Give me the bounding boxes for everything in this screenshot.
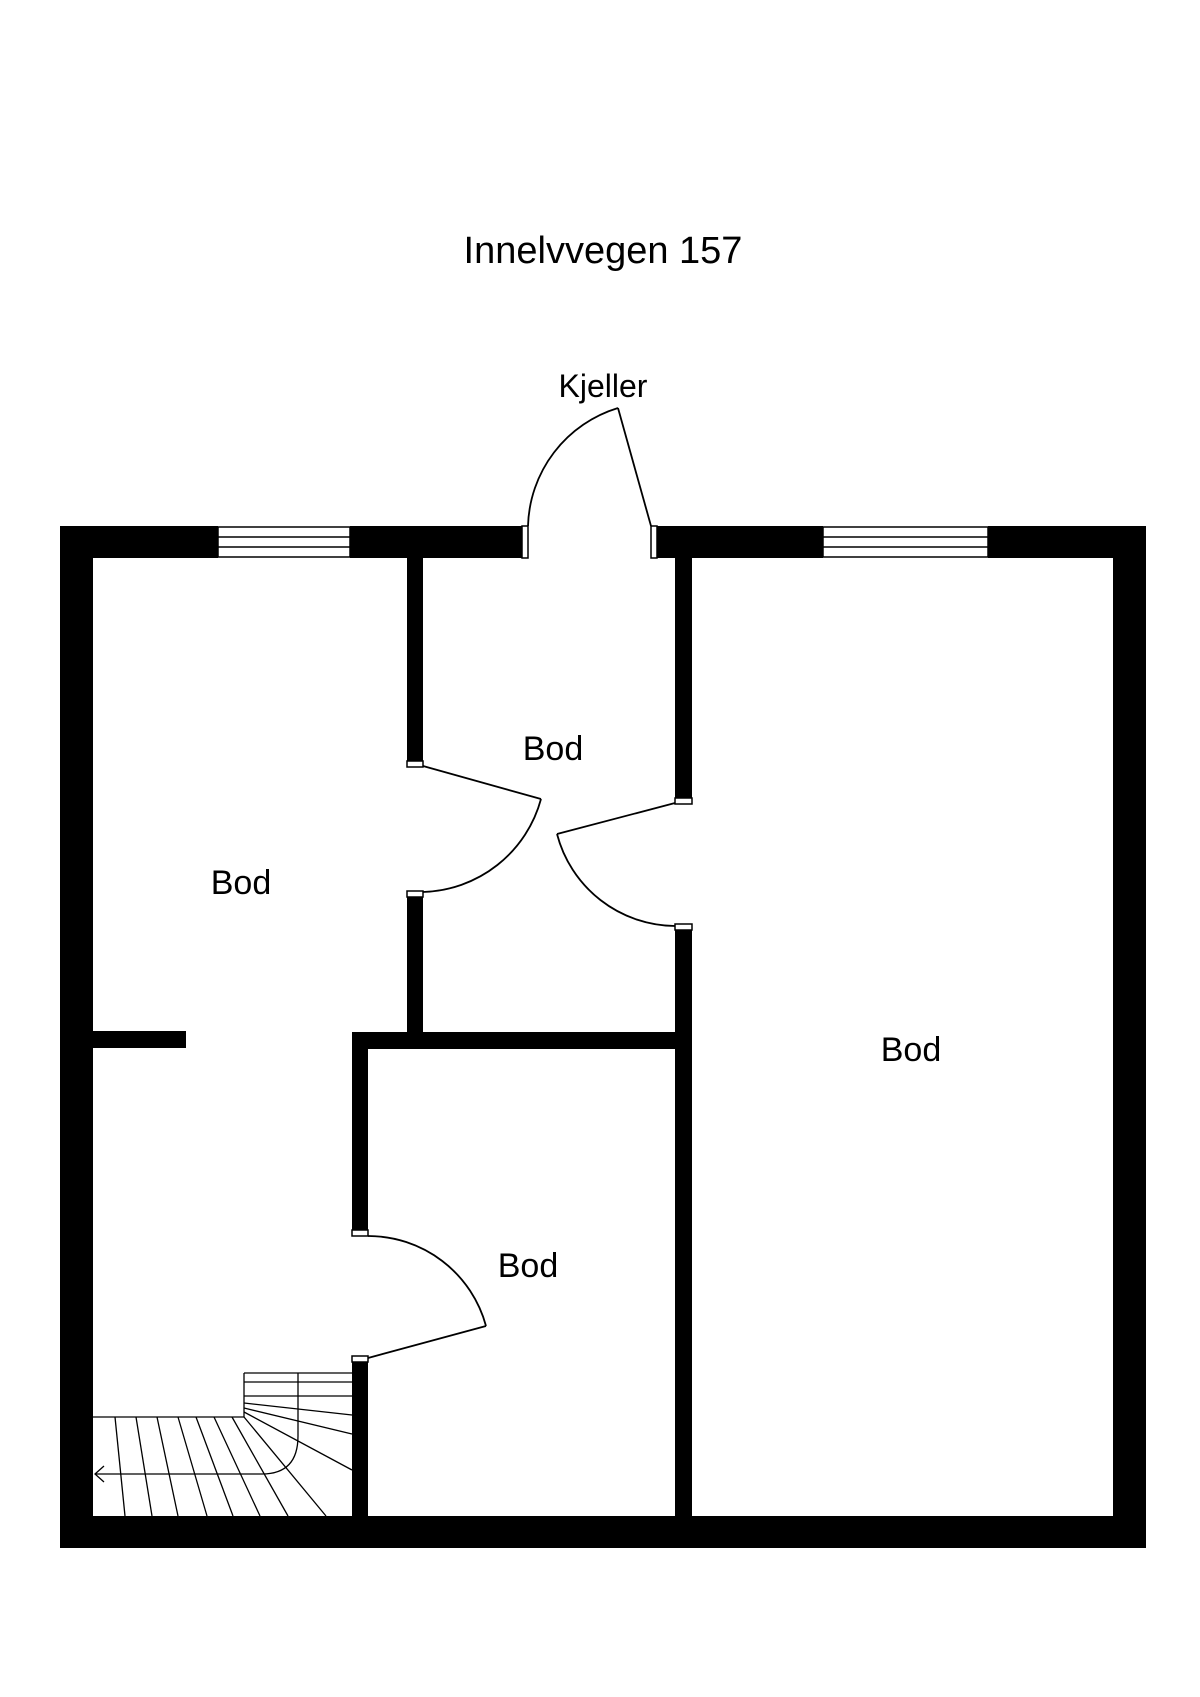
room-label-bod-right: Bod	[880, 1031, 942, 1069]
wall-c-horizontal	[352, 1032, 692, 1049]
wall-b-top	[675, 556, 692, 800]
wall-stub	[93, 1031, 186, 1048]
window-right	[822, 526, 989, 558]
interior-walls	[93, 556, 692, 1518]
room-label-bod-center-top: Bod	[522, 730, 584, 768]
wall-a-bottom	[407, 892, 423, 1032]
room-label-bod-center-bottom: Bod	[497, 1247, 559, 1285]
door-right-bod	[556, 802, 676, 927]
plan-title: Innelvvegen 157	[463, 230, 743, 272]
wall-c-vertical-bottom	[352, 1358, 368, 1518]
wall-left	[60, 526, 93, 1548]
door-left-bod	[422, 765, 542, 893]
exterior-walls	[60, 526, 1146, 1548]
door-center-bottom-bod	[367, 1235, 487, 1359]
wall-b-bottom	[675, 926, 692, 1518]
door-entrance	[527, 407, 652, 527]
staircase	[93, 1372, 353, 1517]
doors	[367, 407, 676, 1359]
wall-top-right-a	[655, 526, 823, 558]
wall-a-top	[407, 556, 423, 766]
wall-bottom	[60, 1516, 1146, 1548]
room-label-bod-left: Bod	[210, 864, 272, 902]
level-label: Kjeller	[558, 368, 648, 404]
door-jambs	[351, 525, 693, 1363]
wall-top-middle	[350, 526, 527, 558]
wall-right	[1113, 526, 1146, 1548]
wall-c-vertical-top	[352, 1032, 368, 1232]
window-left	[217, 526, 351, 558]
